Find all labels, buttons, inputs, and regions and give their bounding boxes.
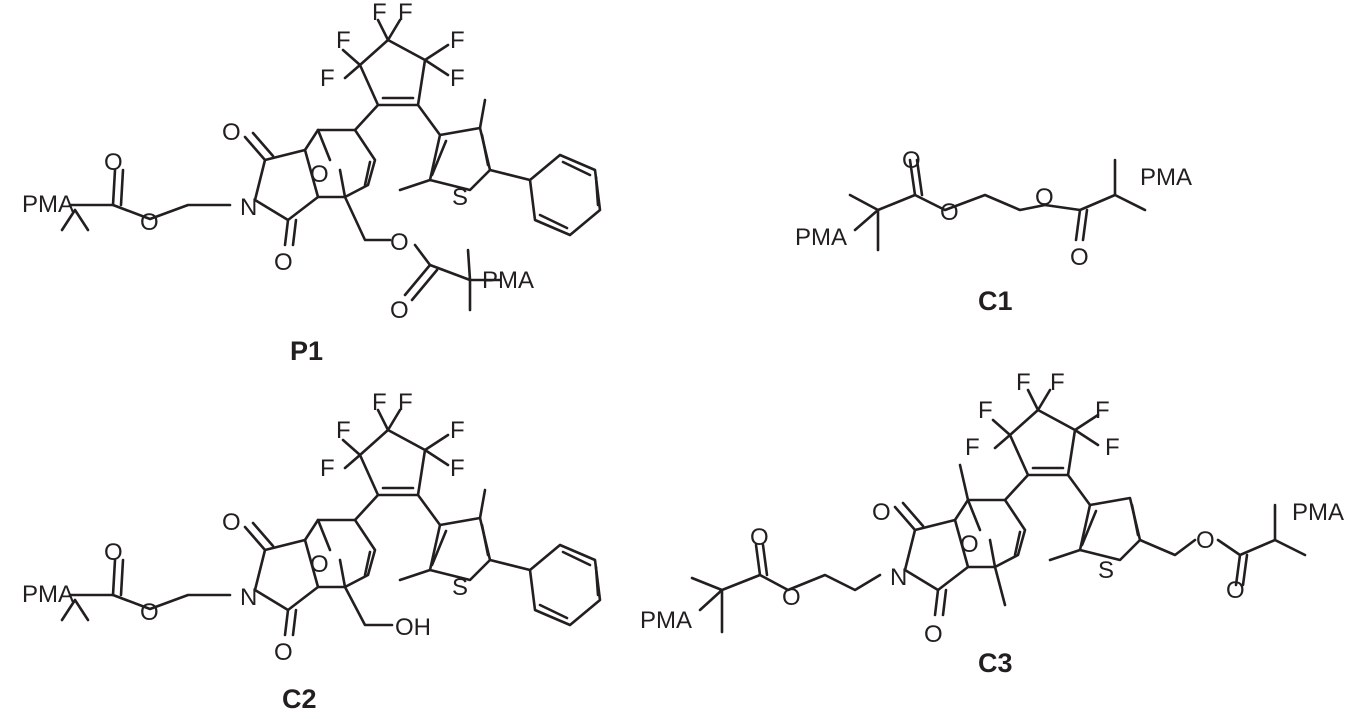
c1-carbonyl-o-2: O [1070,244,1089,271]
c1-pma-left: PMA [795,224,847,251]
c3-carbonyl-o: O [750,524,769,551]
c2-f-2: F [398,389,413,416]
c2-pma-left: PMA [22,581,74,608]
c3-f-2: F [1050,369,1065,396]
c3-f-3: F [978,397,993,424]
c2-imide-o-bottom: O [274,639,293,666]
c1-pma-right: PMA [1140,164,1192,191]
structure-c2 [60,408,602,637]
c3-f-1: F [1016,369,1031,396]
c3-carbonyl-o-2: O [1226,577,1245,604]
c3-f-4: F [1095,397,1110,424]
p1-bridge-o: O [310,161,329,188]
c2-f-1: F [372,389,387,416]
c2-imide-o-top: O [222,509,241,536]
p1-carbonyl-o-2: O [390,297,409,324]
c3-imide-o-bottom: O [924,621,943,648]
p1-pma-right: PMA [482,267,534,294]
p1-imide-o-bottom: O [274,249,293,276]
p1-f-5: F [320,65,335,92]
c3-bridge-o: O [960,531,979,558]
c2-f-3: F [336,417,351,444]
c3-thiophene-s: S [1098,557,1114,584]
c2-f-4: F [450,417,465,444]
p1-pma-left: PMA [22,191,74,218]
p1-f-3: F [336,27,351,54]
caption-c3: C3 [978,648,1013,678]
c2-imide-n: N [240,584,257,611]
structure-p1 [60,18,602,312]
p1-thiophene-s: S [452,184,468,211]
c2-carbonyl-o: O [104,539,123,566]
caption-c1: C1 [978,286,1013,316]
c1-ester-o-2: O [1035,184,1054,211]
c3-f-5: F [965,434,980,461]
c1-carbonyl-o-1: O [902,147,921,174]
p1-f-2: F [398,0,413,26]
p1-ester-o-2: O [390,229,409,256]
p1-ester-o: O [140,209,159,236]
c3-ester-o: O [782,584,801,611]
c2-bridge-o: O [310,551,329,578]
caption-p1: P1 [290,336,323,366]
c2-ester-o: O [140,599,159,626]
p1-imide-o-top: O [222,119,241,146]
p1-imide-n: N [240,194,257,221]
c1-ester-o-1: O [940,199,959,226]
c2-f-6: F [450,455,465,482]
p1-carbonyl-o: O [104,149,123,176]
p1-f-4: F [450,27,465,54]
caption-c2: C2 [282,684,317,714]
c2-f-5: F [320,455,335,482]
c3-pma-left: PMA [640,607,692,634]
c3-ester-o-2: O [1196,527,1215,554]
c2-hydroxyl: OH [395,614,431,641]
c3-imide-n: N [890,564,907,591]
c3-f-6: F [1105,434,1120,461]
structure-c3 [690,388,1307,634]
p1-f-6: F [450,65,465,92]
p1-f-1: F [372,0,387,26]
c3-pma-right: PMA [1292,499,1344,526]
structure-c1 [848,158,1147,252]
c3-imide-o-top: O [872,499,891,526]
c2-thiophene-s: S [452,574,468,601]
